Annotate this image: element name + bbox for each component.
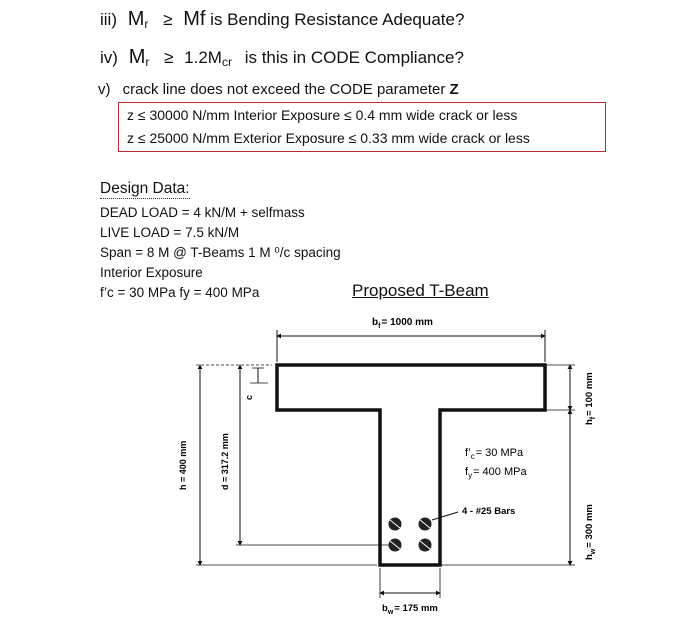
relation-symbol: ≥ bbox=[163, 10, 173, 29]
interior-limit: z ≤ 30000 N/mm Interior Exposure ≤ 0.4 m… bbox=[127, 107, 518, 123]
mr-symbol: M bbox=[128, 46, 146, 68]
bars-leader bbox=[431, 511, 459, 521]
question-number: v) bbox=[98, 81, 111, 98]
question-text: is Bending Resistance Adequate? bbox=[210, 10, 465, 29]
question-text: is this in CODE Compliance? bbox=[244, 48, 464, 67]
tbeam-section bbox=[275, 363, 547, 567]
mr-symbol: M bbox=[127, 8, 145, 30]
live-load: LIVE LOAD = 7.5 kN/M bbox=[100, 225, 240, 240]
bars-label: 4 - #25 Bars bbox=[462, 506, 515, 517]
mr-subscript: r bbox=[144, 17, 149, 31]
question-iii: iii) Mr ≥ Mf is Bending Resistance Adequ… bbox=[100, 8, 464, 31]
relation-symbol: ≥ bbox=[164, 48, 174, 67]
bf-label: bf= 1000 mm bbox=[372, 317, 433, 330]
mr-subscript: r bbox=[145, 55, 150, 69]
mcr-coefficient: 1.2M bbox=[184, 48, 222, 67]
question-v: v) crack line does not exceed the CODE p… bbox=[98, 81, 459, 98]
question-number: iv) bbox=[100, 48, 118, 67]
mf-symbol: Mf bbox=[183, 8, 206, 30]
dead-load: DEAD LOAD = 4 kN/M + selfmass bbox=[100, 205, 305, 220]
fc-label: f’c= 30 MPa bbox=[465, 447, 524, 461]
design-data-title: Design Data: bbox=[100, 180, 190, 199]
z-parameter: Z bbox=[449, 81, 459, 98]
hw-label: hw= 300 mm bbox=[584, 504, 597, 560]
code-limits-box: z ≤ 30000 N/mm Interior Exposure ≤ 0.4 m… bbox=[118, 102, 606, 152]
span-spacing: Span = 8 M @ T-Beams 1 M ⁰/c spacing bbox=[100, 245, 341, 260]
question-iv: iv) Mr ≥ 1.2Mcr is this in CODE Complian… bbox=[100, 46, 464, 69]
d-label: d = 317.2 mm bbox=[220, 433, 230, 490]
hf-label: hf= 100 mm bbox=[584, 372, 597, 425]
question-text: crack line does not exceed the CODE para… bbox=[122, 81, 446, 98]
material-strengths: f’c = 30 MPa fy = 400 MPa bbox=[100, 285, 260, 300]
c-label: c bbox=[244, 395, 254, 400]
bw-label: bw= 175 mm bbox=[382, 603, 438, 616]
h-label: h = 400 mm bbox=[178, 441, 188, 490]
mcr-subscript: cr bbox=[221, 55, 232, 69]
exposure: Interior Exposure bbox=[100, 265, 203, 280]
question-number: iii) bbox=[100, 10, 117, 29]
fy-label: fy= 400 MPa bbox=[465, 466, 527, 480]
design-data: Design Data: bbox=[100, 180, 190, 199]
exterior-limit: z ≤ 25000 N/mm Exterior Exposure ≤ 0.33 … bbox=[127, 130, 530, 146]
tbeam-title: Proposed T-Beam bbox=[352, 281, 489, 300]
